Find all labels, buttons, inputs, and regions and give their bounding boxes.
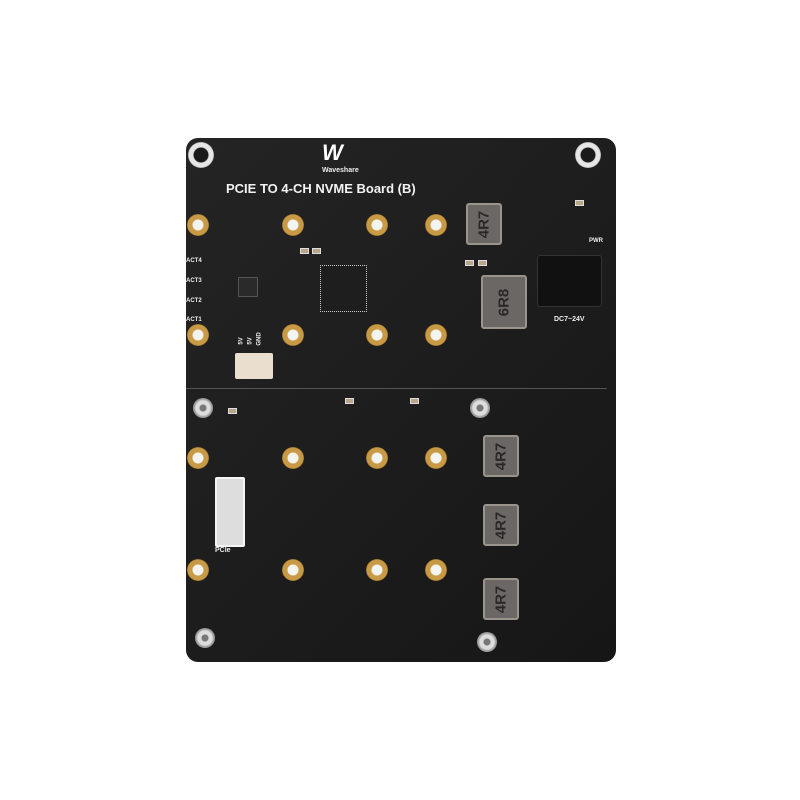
pin-label-5v: 5V [247, 337, 254, 345]
pcie-switch-chip [320, 265, 367, 312]
smd-component [228, 408, 237, 414]
inductor: 4R7 [483, 504, 519, 546]
pin-label-5v: 5V [238, 337, 245, 345]
screw [193, 398, 213, 418]
brand-name: Waveshare [322, 167, 359, 174]
m2-standoff-hole [282, 324, 304, 346]
screw [477, 632, 497, 652]
m2-standoff-hole [366, 324, 388, 346]
inductor: 4R7 [466, 203, 502, 245]
smd-component [478, 260, 487, 266]
m2-standoff-hole [425, 324, 447, 346]
m2-standoff-hole [187, 324, 209, 346]
regulator-chip [238, 277, 258, 297]
board-title: PCIE TO 4-CH NVME Board (B) [226, 181, 416, 196]
inductor: 6R8 [481, 275, 527, 329]
led-label-act2: ACT2 [186, 298, 202, 304]
m2-standoff-hole [425, 559, 447, 581]
inductor: 4R7 [483, 578, 519, 620]
led-label-act4: ACT4 [186, 258, 202, 264]
m2-standoff-hole [366, 559, 388, 581]
smd-component [575, 200, 584, 206]
board-divider-line [186, 388, 607, 389]
inductor: 4R7 [483, 435, 519, 477]
m2-standoff-hole [366, 214, 388, 236]
pwr-label: PWR [589, 238, 603, 244]
dc-power-jack[interactable] [537, 255, 602, 307]
smd-component [300, 248, 309, 254]
smd-component [312, 248, 321, 254]
waveshare-logo: W [322, 140, 343, 165]
m2-standoff-hole [282, 447, 304, 469]
pcie-label: PCIe [215, 547, 231, 554]
smd-component [410, 398, 419, 404]
screw [470, 398, 490, 418]
smd-component [465, 260, 474, 266]
m2-standoff-hole [366, 447, 388, 469]
corner-mount-hole [575, 142, 601, 168]
m2-standoff-hole [425, 447, 447, 469]
smd-component [345, 398, 354, 404]
pcie-fpc-connector[interactable] [215, 477, 245, 547]
m2-standoff-hole [187, 447, 209, 469]
pin-label-gnd: GND [256, 332, 263, 346]
corner-mount-hole [188, 142, 214, 168]
m2-standoff-hole [282, 214, 304, 236]
m2-standoff-hole [187, 214, 209, 236]
m2-standoff-hole [282, 559, 304, 581]
pcb-board [186, 138, 616, 662]
dc-voltage-label: DC7~24V [554, 316, 585, 323]
m2-standoff-hole [425, 214, 447, 236]
power-header-connector [235, 353, 273, 379]
led-label-act1: ACT1 [186, 317, 202, 323]
led-label-act3: ACT3 [186, 278, 202, 284]
m2-standoff-hole [187, 559, 209, 581]
screw [195, 628, 215, 648]
